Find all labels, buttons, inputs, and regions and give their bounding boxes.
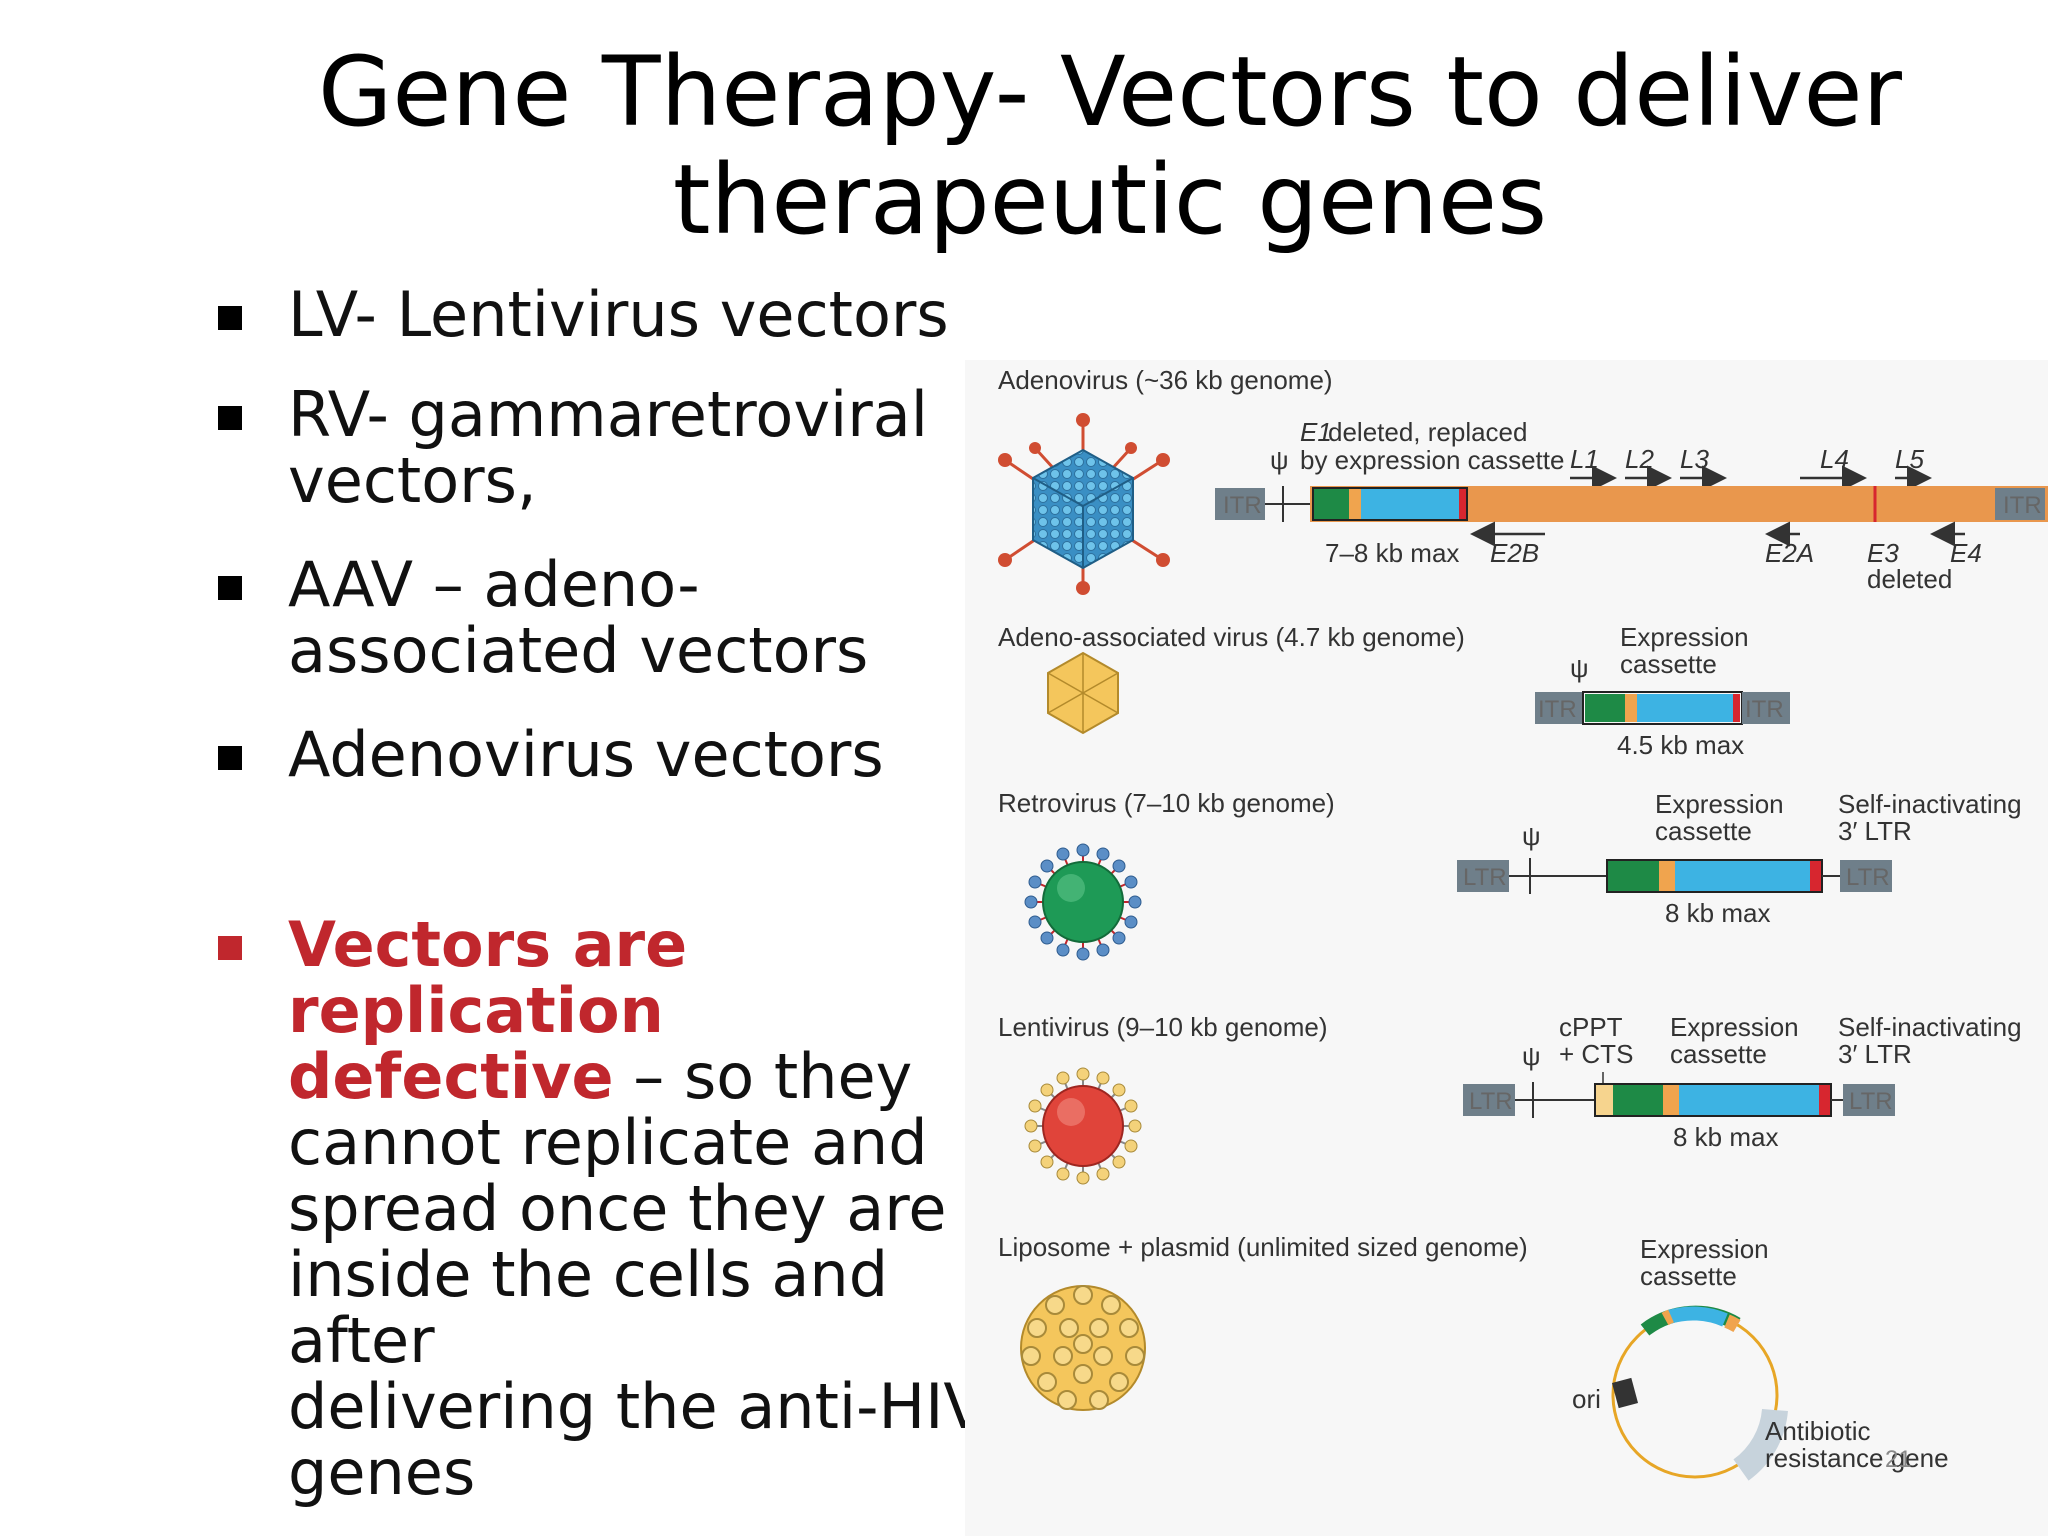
aav-cassette-label-2: cassette bbox=[1620, 649, 1717, 679]
lentivirus-ltr-right: LTR bbox=[1849, 1088, 1893, 1115]
aav-cassette-label-1: Expression bbox=[1620, 622, 1749, 652]
adenovirus-e3: E3 bbox=[1867, 538, 1899, 568]
bullet-text: Vectors are replication defective – so t… bbox=[288, 912, 988, 1506]
retrovirus-cassette-label-1: Expression bbox=[1655, 789, 1784, 819]
aav-itr-left: ITR bbox=[1538, 696, 1577, 723]
slide-title: Gene Therapy- Vectors to deliver therape… bbox=[0, 38, 2048, 254]
lentivirus-particle-icon bbox=[1024, 1067, 1142, 1185]
note-line: cannot replicate and bbox=[288, 1106, 928, 1179]
lentivirus-cassette-label-1: Expression bbox=[1670, 1012, 1799, 1042]
adenovirus-e2a: E2A bbox=[1765, 538, 1814, 568]
adenovirus-e4: E4 bbox=[1950, 538, 1982, 568]
adenovirus-itr-right: ITR bbox=[2003, 492, 2042, 519]
adenovirus-itr-left: ITR bbox=[1223, 492, 1262, 519]
adenovirus-l2: L2 bbox=[1625, 444, 1654, 474]
aav-psi: ψ bbox=[1570, 653, 1589, 683]
retrovirus-ltr-right: LTR bbox=[1846, 864, 1890, 891]
adenovirus-e1-note: deleted, replaced bbox=[1328, 417, 1527, 447]
adenovirus-e1-note-2: by expression cassette bbox=[1300, 445, 1564, 475]
note-red-line: Vectors are replication bbox=[288, 908, 688, 1047]
lentivirus-section: Lentivirus (9–10 kb genome) bbox=[998, 1012, 2022, 1185]
bullet-text-line: associated vectors bbox=[288, 614, 869, 687]
vector-figure-svg: Adenovirus (~36 kb genome) bbox=[998, 365, 2048, 1481]
adenovirus-section: Adenovirus (~36 kb genome) bbox=[998, 365, 2048, 595]
bullet-text-line: vectors, bbox=[288, 444, 537, 517]
plasmid-map bbox=[1611, 1305, 1788, 1481]
lentivirus-cassette-label-2: cassette bbox=[1670, 1039, 1767, 1069]
bullet-text: Adenovirus vectors bbox=[288, 718, 884, 791]
note-rest: – so they bbox=[613, 1040, 913, 1113]
bullet-marker bbox=[218, 306, 242, 330]
retrovirus-heading: Retrovirus (7–10 kb genome) bbox=[998, 788, 1335, 818]
adenovirus-genome-map: ITR ITR bbox=[1215, 486, 2048, 522]
adenovirus-l1: L1 bbox=[1570, 444, 1599, 474]
adenovirus-heading: Adenovirus (~36 kb genome) bbox=[998, 365, 1333, 395]
retrovirus-section: Retrovirus (7–10 kb genome) bbox=[998, 788, 2022, 961]
aav-genome-map: ITR ITR bbox=[1535, 691, 1790, 725]
bullet-marker-red bbox=[218, 936, 242, 960]
aav-itr-right: ITR bbox=[1745, 696, 1784, 723]
title-line-2: therapeutic genes bbox=[672, 144, 1548, 256]
title-line-1: Gene Therapy- Vectors to deliver bbox=[318, 36, 1902, 148]
note-line: inside the cells and after bbox=[288, 1238, 889, 1377]
liposome-particle-icon bbox=[1020, 1285, 1146, 1411]
bullet-text-line: AAV – adeno- bbox=[288, 548, 700, 621]
retrovirus-sin-label-1: Self-inactivating bbox=[1838, 789, 2022, 819]
lentivirus-cppt-label-1: cPPT bbox=[1559, 1012, 1623, 1042]
aav-section: Adeno-associated virus (4.7 kb genome) E… bbox=[998, 622, 1790, 760]
retrovirus-sin-label-2: 3′ LTR bbox=[1838, 816, 1912, 846]
liposome-cassette-label-1: Expression bbox=[1640, 1234, 1769, 1264]
liposome-section: Liposome + plasmid (unlimited sized geno… bbox=[998, 1232, 1949, 1481]
adenovirus-e3-deleted: deleted bbox=[1867, 564, 1952, 594]
liposome-heading: Liposome + plasmid (unlimited sized geno… bbox=[998, 1232, 1528, 1262]
lentivirus-sin-label-2: 3′ LTR bbox=[1838, 1039, 1912, 1069]
adenovirus-capsid-icon bbox=[998, 413, 1170, 595]
liposome-cassette-label-2: cassette bbox=[1640, 1261, 1737, 1291]
lentivirus-psi: ψ bbox=[1522, 1041, 1541, 1071]
note-red-word: defective bbox=[288, 1040, 614, 1113]
lentivirus-sin-label-1: Self-inactivating bbox=[1838, 1012, 2022, 1042]
slide-page-number: 21 bbox=[1885, 1446, 1912, 1473]
adenovirus-l5: L5 bbox=[1895, 444, 1924, 474]
note-line: spread once they are bbox=[288, 1172, 947, 1245]
retrovirus-cassette-label-2: cassette bbox=[1655, 816, 1752, 846]
note-line: genes bbox=[288, 1436, 476, 1509]
plasmid-ori-label: ori bbox=[1572, 1384, 1601, 1414]
lentivirus-genome-map: LTR LTR bbox=[1463, 1072, 1895, 1118]
bullet-marker bbox=[218, 406, 242, 430]
bullet-marker bbox=[218, 746, 242, 770]
bullet-text: RV- gammaretroviral vectors, bbox=[288, 382, 988, 514]
plasmid-resistance-label-2: resistance gene bbox=[1765, 1443, 1949, 1473]
vector-figure: Adenovirus (~36 kb genome) bbox=[965, 360, 2048, 1536]
note-line: defective – so they bbox=[288, 1044, 988, 1110]
lentivirus-ltr-left: LTR bbox=[1469, 1088, 1513, 1115]
aav-capsid-icon bbox=[1047, 651, 1119, 735]
retrovirus-particle-icon bbox=[1024, 843, 1142, 961]
retrovirus-ltr-left: LTR bbox=[1463, 864, 1507, 891]
bullet-marker bbox=[218, 576, 242, 600]
adenovirus-max: 7–8 kb max bbox=[1325, 538, 1459, 568]
bullet-text: AAV – adeno- associated vectors bbox=[288, 552, 988, 684]
adenovirus-psi: ψ bbox=[1270, 445, 1289, 475]
lentivirus-cppt-label-2: + CTS bbox=[1559, 1039, 1633, 1069]
bullet-text-line: RV- gammaretroviral bbox=[288, 378, 928, 451]
adenovirus-e1-label: E1 bbox=[1300, 417, 1332, 447]
aav-heading: Adeno-associated virus (4.7 kb genome) bbox=[998, 622, 1465, 652]
retrovirus-genome-map: LTR LTR bbox=[1457, 858, 1892, 894]
note-line: delivering the anti-HIV bbox=[288, 1370, 986, 1443]
lentivirus-heading: Lentivirus (9–10 kb genome) bbox=[998, 1012, 1328, 1042]
aav-max: 4.5 kb max bbox=[1617, 730, 1744, 760]
adenovirus-l3: L3 bbox=[1680, 444, 1709, 474]
retrovirus-psi: ψ bbox=[1522, 821, 1541, 851]
retrovirus-max: 8 kb max bbox=[1665, 898, 1771, 928]
lentivirus-max: 8 kb max bbox=[1673, 1122, 1779, 1152]
plasmid-resistance-label-1: Antibiotic bbox=[1765, 1416, 1871, 1446]
adenovirus-e2b: E2B bbox=[1490, 538, 1539, 568]
bullet-text: LV- Lentivirus vectors bbox=[288, 278, 949, 351]
adenovirus-l4: L4 bbox=[1820, 444, 1849, 474]
